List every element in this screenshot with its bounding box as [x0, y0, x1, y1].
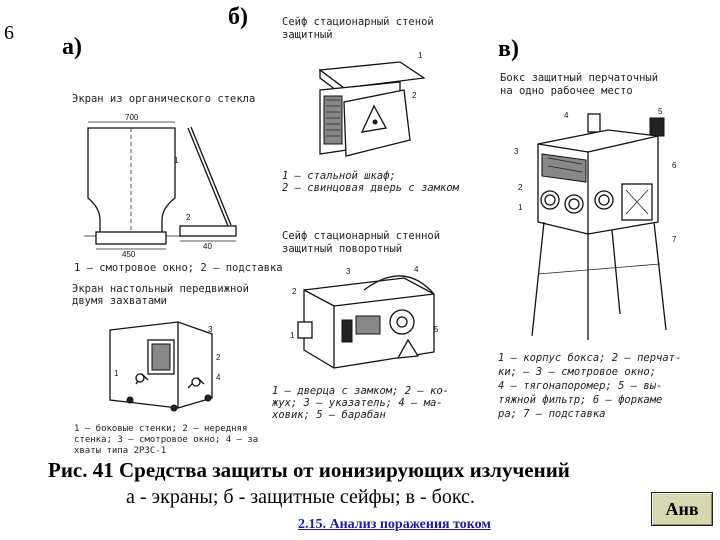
panel-c-title-line2: на одно рабочее место — [500, 85, 633, 97]
svg-text:6: 6 — [672, 161, 677, 170]
panel-b-legend2-line1: 1 — дверца с замком; 2 — ко- — [272, 385, 450, 397]
svg-text:1: 1 — [290, 331, 295, 340]
anv-nav-button[interactable]: Анв — [651, 492, 713, 526]
svg-text:4: 4 — [564, 111, 569, 120]
svg-text:1: 1 — [418, 51, 423, 60]
svg-text:4: 4 — [216, 373, 221, 382]
panel-a-legend1: 1 — смотровое окно; 2 — подставка — [74, 262, 283, 274]
organic-glass-screen-drawing: 700 450 1 40 2 — [84, 113, 237, 259]
panel-c-legend-line2: ки; — 3 — смотровое окно; — [498, 366, 657, 378]
panel-b-title1-line2: защитный — [282, 29, 333, 41]
panel-b-letter: б) — [228, 4, 248, 30]
panel-a-legend2-line1: 1 — боковые стенки; 2 — нередняя — [74, 424, 248, 434]
panel-a-title1: Экран из органического стекла — [72, 93, 256, 105]
panel-b-legend2-line2: жух; 3 — указатель; 4 — ма- — [272, 397, 443, 409]
panel-b-title1-line1: Сейф стационарный стеной — [282, 16, 434, 28]
svg-text:2: 2 — [412, 91, 417, 100]
dim-width-label: 700 — [125, 113, 139, 122]
svg-text:1: 1 — [174, 156, 179, 165]
svg-text:2: 2 — [518, 183, 523, 192]
panel-c-legend-line1: 1 — корпус бокса; 2 — перчат- — [498, 352, 682, 364]
svg-text:3: 3 — [208, 325, 213, 334]
svg-text:5: 5 — [658, 107, 663, 116]
panel-a-title2-line1: Экран настольный передвижной — [72, 283, 250, 295]
panel-b-legend1-line1: 1 — стальной шкаф; — [282, 170, 396, 182]
svg-text:5: 5 — [434, 325, 439, 334]
panel-a-legend2-line3: хваты типа 2РЗС-1 — [74, 446, 167, 456]
dim-side-label: 40 — [203, 242, 212, 251]
svg-text:1: 1 — [114, 369, 119, 378]
figure-caption-sub: а - экраны; б - защитные сейфы; в - бокс… — [126, 486, 475, 508]
svg-text:3: 3 — [346, 267, 351, 276]
figure-caption: Рис. 41 Средства защиты от ионизирующих … — [48, 458, 570, 482]
dim-base-label: 450 — [122, 250, 136, 259]
svg-text:7: 7 — [672, 235, 677, 244]
svg-text:2: 2 — [186, 213, 191, 222]
svg-text:1: 1 — [518, 203, 523, 212]
svg-text:2: 2 — [292, 287, 297, 296]
svg-text:4: 4 — [414, 265, 419, 274]
slide-number: 6 — [4, 22, 14, 44]
panel-c-legend-line5: ра; 7 — подставка — [498, 408, 606, 420]
panel-a-legend2-line2: стенка; 3 — смотровое окно; 4 — за — [74, 435, 259, 445]
panel-b-title2-line2: защитный поворотный — [282, 243, 403, 255]
next-topic-link[interactable]: 2.15. Анализ поражения током — [298, 517, 491, 532]
stationary-wall-safe-drawing: 1 2 — [318, 51, 426, 157]
panel-c-letter: в) — [498, 36, 519, 62]
panel-a-title2-line2: двумя захватами — [72, 295, 167, 307]
desktop-mobile-screen-drawing: 3 2 4 1 — [109, 321, 221, 412]
panel-c-title-line1: Бокс защитный перчаточный — [500, 72, 659, 84]
rotary-wall-safe-drawing: 3 4 2 5 1 — [290, 265, 439, 369]
panel-b-title2-line1: Сейф стационарный стенной — [282, 230, 441, 242]
panel-c-legend-line3: 4 — тягонапоромер; 5 — вы- — [498, 380, 663, 392]
svg-text:2: 2 — [216, 353, 221, 362]
panel-b-legend1-line2: 2 — свинцовая дверь с замком — [282, 182, 460, 194]
svg-text:3: 3 — [514, 147, 519, 156]
panel-c-legend-line4: тяжной фильтр; 6 — форкаме — [498, 394, 663, 406]
panel-b-legend2-line3: ховик; 5 — барабан — [272, 409, 386, 421]
glove-box-drawing: 4 5 3 2 1 6 7 — [514, 107, 677, 340]
panel-a-letter: а) — [62, 34, 82, 60]
